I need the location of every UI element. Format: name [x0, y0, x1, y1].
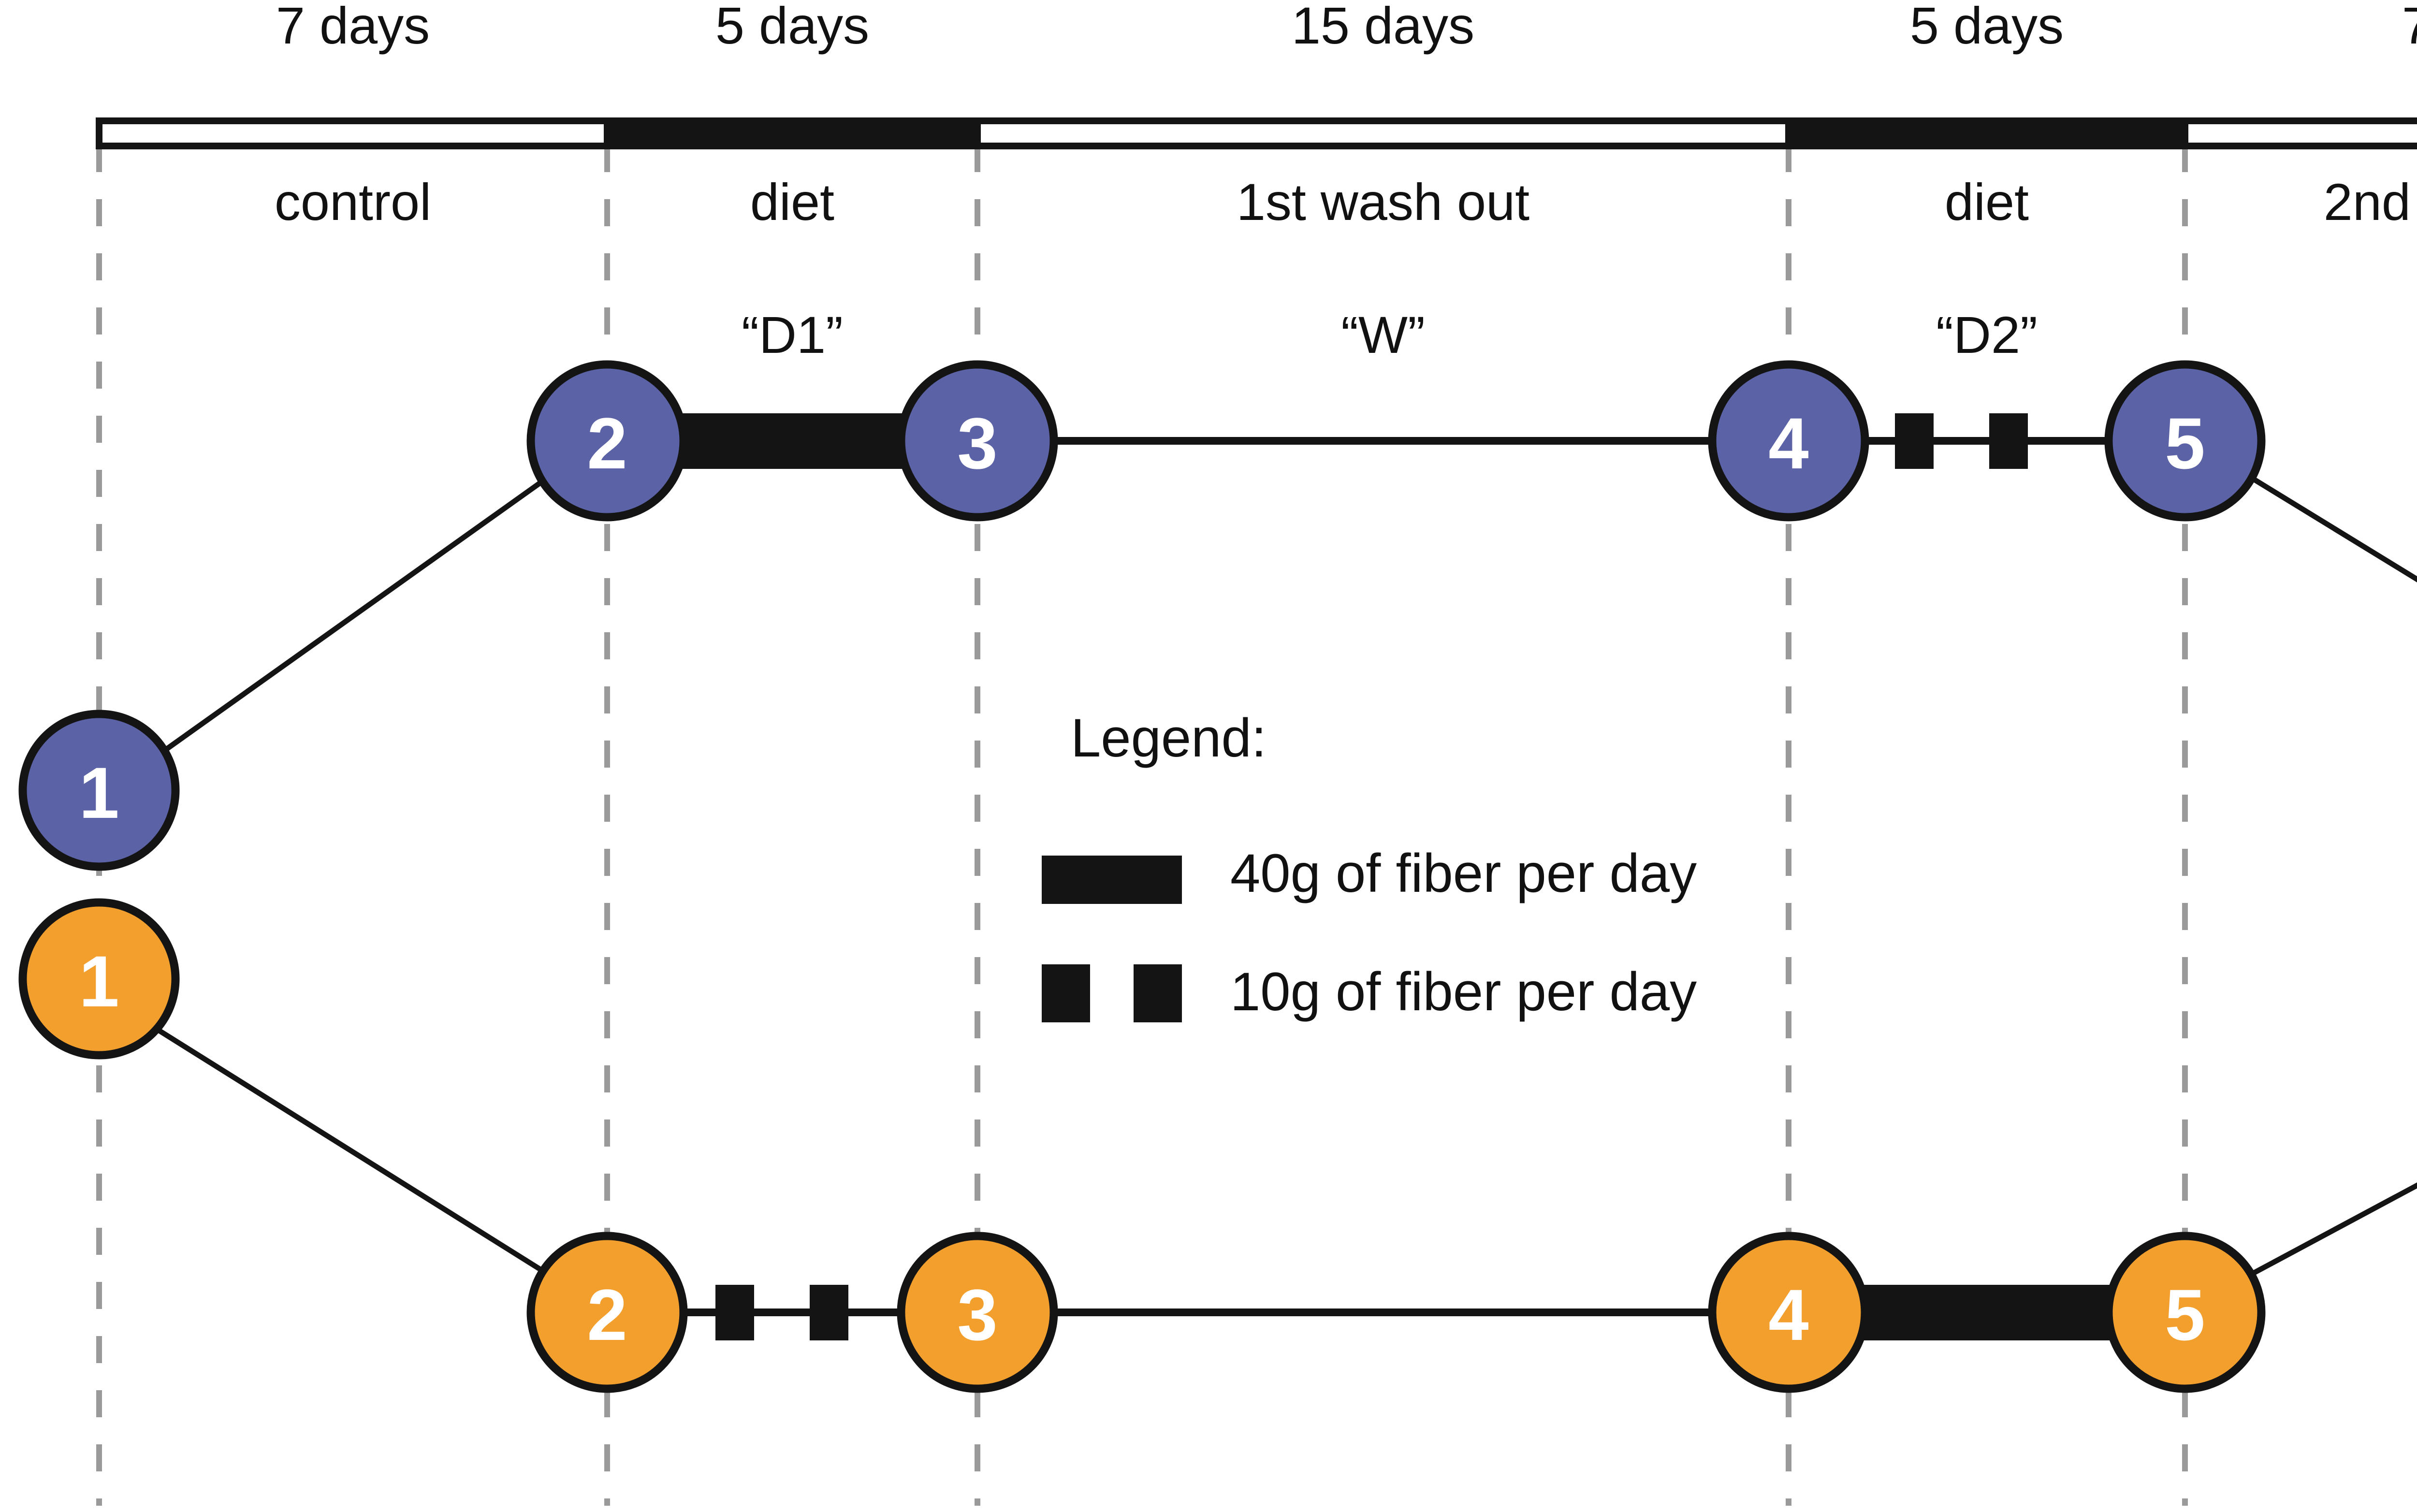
node-circle [2104, 1232, 2266, 1393]
arm-b-node-5[interactable]: 5 [2104, 1232, 2266, 1393]
node-circle [526, 1232, 688, 1393]
phase-label-diet1: diet [750, 173, 834, 231]
node-label: 5 [2165, 403, 2205, 484]
legend-swatch-dash-2 [1134, 964, 1182, 1022]
node-circle [18, 710, 180, 871]
node-circle [18, 898, 180, 1060]
arm-a-link-4-5-dash-2 [1989, 413, 2028, 469]
phase-name-labels: control diet 1st wash out diet 2nd wash … [275, 173, 2417, 231]
arm-b-link-2-3-dash-2 [810, 1285, 848, 1340]
duration-label-0: 7 days [276, 0, 430, 55]
node-circle [897, 360, 1058, 522]
timeline-segment-diet2 [1789, 117, 2185, 149]
timeline-segment-washout1 [974, 117, 1792, 149]
arm-b-links [148, 1022, 2417, 1340]
phase-label-washout1: 1st wash out [1237, 173, 1529, 231]
duration-label-2: 15 days [1292, 0, 1474, 55]
timeline-segment-diet1 [607, 117, 977, 149]
legend-item-40g: 40g of fiber per day [1042, 843, 1697, 904]
timeline-segment-washout2 [2182, 117, 2417, 149]
arm-b-node-2[interactable]: 2 [526, 1232, 688, 1393]
node-label: 3 [957, 1274, 997, 1355]
node-label: 1 [79, 752, 119, 833]
arm-a-node-1[interactable]: 1 [18, 710, 180, 871]
legend-swatch-dash-1 [1042, 964, 1090, 1022]
legend: Legend: 40g of fiber per day 10g of fibe… [1042, 708, 1697, 1022]
node-label: 3 [957, 403, 997, 484]
arm-a-nodes: 1 2 3 4 5 6 [18, 360, 2266, 871]
duration-label-1: 5 days [715, 0, 869, 55]
duration-label-4: 7 days [2402, 0, 2417, 55]
arm-a-node-3[interactable]: 3 [897, 360, 1058, 522]
arm-a-node-4[interactable]: 4 [1708, 360, 1869, 522]
node-label: 2 [587, 403, 627, 484]
timeline-segment-control [96, 117, 611, 149]
arm-a-link-1-2 [158, 476, 548, 756]
legend-swatch-thick-solid [1042, 856, 1182, 904]
arm-a-link-4-5-dash-1 [1895, 413, 1934, 469]
arm-b-node-4[interactable]: 4 [1708, 1232, 1869, 1393]
legend-label-40g: 40g of fiber per day [1230, 843, 1697, 903]
arm-a-links [158, 413, 2417, 756]
phase-code-labels: “D1” “W” “D2” [742, 305, 2038, 364]
phase-label-control: control [275, 173, 431, 231]
node-label: 5 [2165, 1274, 2205, 1355]
node-circle [526, 360, 688, 522]
phase-code-d2: “D2” [1936, 305, 2038, 364]
node-circle [1708, 1232, 1869, 1393]
phase-code-d1: “D1” [742, 305, 843, 364]
legend-title: Legend: [1071, 708, 1267, 768]
arm-a-node-5[interactable]: 5 [2104, 360, 2266, 522]
arm-a-link-2-3 [677, 413, 914, 469]
phase-label-diet2: diet [1945, 173, 2029, 231]
legend-label-10g: 10g of fiber per day [1230, 961, 1697, 1022]
node-label: 2 [587, 1274, 627, 1355]
node-label: 4 [1768, 403, 1808, 484]
phase-code-w: “W” [1341, 305, 1425, 364]
timeline-bar [96, 117, 2417, 149]
duration-labels: 7 days 5 days 15 days 5 days 7 days [276, 0, 2417, 55]
arm-b-link-5-6 [2246, 1182, 2417, 1279]
node-circle [897, 1232, 1058, 1393]
arm-b-link-1-2 [148, 1022, 553, 1279]
arm-b-link-2-3-dash-1 [715, 1285, 754, 1340]
node-label: 1 [79, 941, 119, 1022]
node-circle [2104, 360, 2266, 522]
duration-label-3: 5 days [1910, 0, 2064, 55]
arm-a-node-2[interactable]: 2 [526, 360, 688, 522]
arm-b-nodes: 1 2 3 4 5 6 [18, 898, 2266, 1393]
node-label: 4 [1768, 1274, 1808, 1355]
phase-label-washout2: 2nd wash out [2324, 173, 2417, 231]
arm-b-node-1[interactable]: 1 [18, 898, 180, 1060]
node-circle [1708, 360, 1869, 522]
arm-a-link-5-6 [2251, 476, 2417, 582]
legend-item-10g: 10g of fiber per day [1042, 961, 1697, 1022]
arm-b-node-3[interactable]: 3 [897, 1232, 1058, 1393]
